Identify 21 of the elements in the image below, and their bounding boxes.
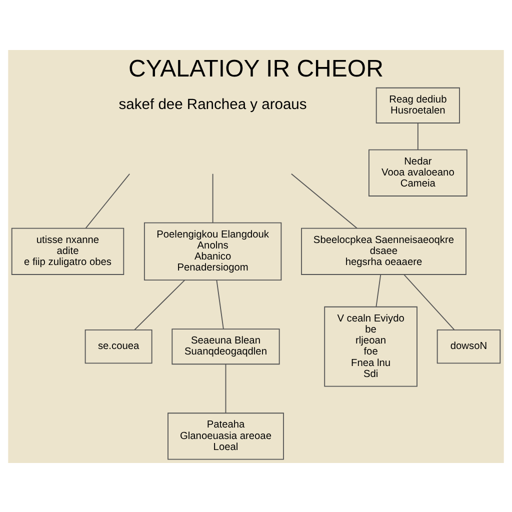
connector xyxy=(404,274,455,330)
diagram-title: CYALATIOY IR CHEOR xyxy=(128,55,384,82)
node-box: Nedar Vooa avaloeano Cameia xyxy=(368,148,468,196)
label: sakef dee Ranchea y aroaus xyxy=(118,96,307,112)
connector xyxy=(417,122,418,150)
connector xyxy=(216,279,224,329)
connector xyxy=(85,172,130,228)
node-box: Seaeuna Blean Suanqdeogaqdlen xyxy=(172,328,280,364)
node-box: utisse nxanne adite e fiip zuligatro obes xyxy=(11,227,124,274)
node-box: V cealn Eviydo be rljeoan foe Fnea lnu Sdi xyxy=(324,306,418,386)
connector xyxy=(134,279,186,330)
node-box: dowsoN xyxy=(436,329,501,364)
node-box: Sbeelocpkea Saenneisaeoqkre dsaee hegsrha oeaaere xyxy=(301,227,466,274)
connector xyxy=(212,172,214,223)
connector xyxy=(290,172,358,228)
node-box: Reag dediub Husroetalen xyxy=(376,86,460,123)
node-box: se.couea xyxy=(84,329,152,364)
node-box: Pateaha Glanoeuasia areoae Loeal xyxy=(168,412,284,460)
connector xyxy=(376,274,382,307)
node-box: Poelengigkou Elangdouk Anolns Abanico Penadersiogom xyxy=(144,222,282,280)
connector xyxy=(225,363,226,414)
